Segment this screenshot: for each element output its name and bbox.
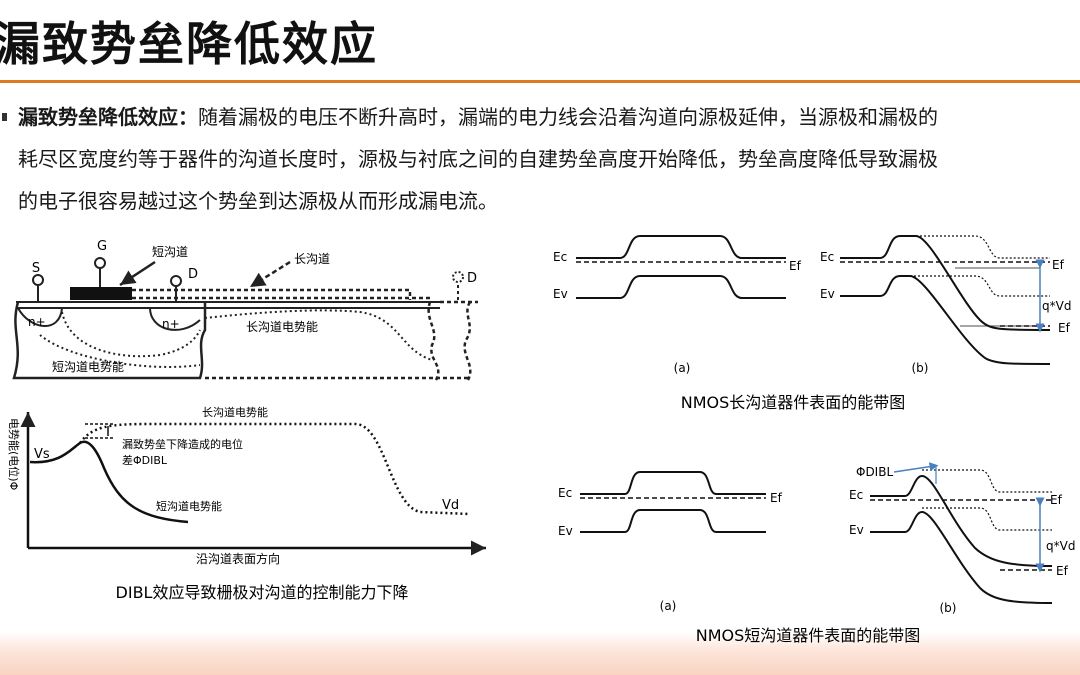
device-cross-section: S G D D 短沟道 长沟道 n+ n+ 长沟道电势能 短沟道电势能	[12, 239, 478, 381]
label-gate: G	[97, 239, 107, 254]
label-ef-short: Ef	[770, 491, 783, 505]
annotation-line-1: 漏致势垒下降造成的电位	[122, 437, 243, 451]
y-axis-label: 电势能(电位)Φ	[7, 418, 21, 491]
label-drain-long: D	[467, 271, 477, 286]
slide-title: 漏致势垒降低效应	[0, 17, 378, 71]
sub-label-a-short: (a)	[660, 599, 677, 613]
caption-band-long: NMOS长沟道器件表面的能带图	[681, 393, 906, 412]
label-ef-b-bottom: Ef	[1058, 321, 1071, 335]
label-ef-short-b-bottom: Ef	[1056, 564, 1069, 578]
label-long-channel: 长沟道	[294, 252, 330, 266]
paragraph-line-2: 耗尽区宽度约等于器件的沟道长度时，源极与衬底之间的自建势垒高度开始降低，势垒高度…	[18, 147, 938, 171]
label-phi-dibl: ΦDIBL	[856, 465, 893, 479]
paragraph-lead: 漏致势垒降低效应：	[18, 105, 198, 129]
label-qvd: q*Vd	[1042, 299, 1071, 313]
label-vd: Vd	[442, 498, 459, 513]
label-n-plus-right: n+	[162, 317, 180, 331]
label-short-channel: 短沟道	[152, 245, 188, 259]
label-ec-short-b: Ec	[849, 488, 863, 502]
x-axis-label: 沿沟道表面方向	[196, 551, 280, 566]
label-ef-b-top: Ef	[1052, 258, 1065, 272]
label-ec-b: Ec	[820, 250, 834, 264]
label-long-curve: 长沟道电势能	[202, 405, 268, 419]
body-paragraph: 漏致势垒降低效应：随着漏极的电压不断升高时，漏端的电力线会沿着沟道向源极延伸，当…	[18, 96, 1080, 222]
title-divider	[0, 80, 1080, 83]
caption-band-short: NMOS短沟道器件表面的能带图	[696, 626, 921, 645]
label-short-curve: 短沟道电势能	[156, 499, 222, 513]
label-ev-b: Ev	[820, 287, 835, 301]
label-qvd-short: q*Vd	[1046, 539, 1075, 553]
label-ev-short: Ev	[558, 524, 573, 538]
label-n-plus-left: n+	[28, 315, 46, 329]
bottom-gradient-band	[0, 632, 1080, 675]
label-ev-short-b: Ev	[849, 523, 864, 537]
band-long-a: Ec Ev Ef (a)	[553, 235, 802, 375]
label-ec-short: Ec	[558, 486, 572, 500]
sub-label-a: (a)	[674, 361, 691, 375]
annotation-line-2: 差ΦDIBL	[122, 453, 168, 467]
label-ef-short-b-top: Ef	[1050, 493, 1063, 507]
label-ec: Ec	[553, 250, 567, 264]
bullet-marker	[2, 113, 7, 121]
label-long-channel-potential: 长沟道电势能	[246, 320, 318, 334]
label-drain-short: D	[188, 267, 198, 282]
sub-label-b-short: (b)	[940, 601, 957, 615]
label-vs: Vs	[34, 447, 50, 462]
band-long-b: Ec Ev Ef q*Vd Ef (b) NMOS长沟道器件表面的能带图	[681, 235, 1071, 412]
potential-plot: Vs Vd 长沟道电势能 短沟道电势能 漏致势垒下降造成的电位 差ΦDIBL 沿…	[7, 405, 486, 602]
label-source: S	[32, 261, 40, 276]
paragraph-line-1: 漏致势垒降低效应：随着漏极的电压不断升高时，漏端的电力线会沿着沟道向源极延伸，当…	[18, 96, 1080, 138]
band-short-b: ΦDIBL Ec Ev Ef q*Vd Ef (b) NMOS短沟道器件表面的能…	[696, 462, 1075, 645]
sub-label-b: (b)	[912, 361, 929, 375]
paragraph-line-1-text: 随着漏极的电压不断升高时，漏端的电力线会沿着沟道向源极延伸，当源极和漏极的	[198, 105, 938, 129]
label-ef: Ef	[789, 259, 802, 273]
caption-dibl: DIBL效应导致栅极对沟道的控制能力下降	[116, 583, 409, 602]
paragraph-line-3: 的电子很容易越过这个势垒到达源极从而形成漏电流。	[18, 189, 498, 213]
band-short-a: Ec Ev Ef (a)	[558, 471, 783, 613]
label-ev: Ev	[553, 287, 568, 301]
label-short-channel-potential: 短沟道电势能	[52, 360, 124, 374]
